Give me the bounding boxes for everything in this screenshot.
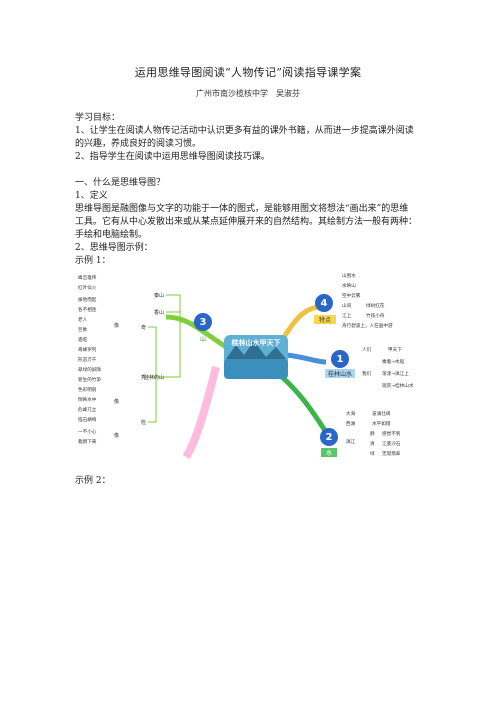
mountain-item: 巨象 [78,326,88,333]
branch-water-label: 水 [326,449,332,457]
landscape-item: 乘着→木船 [382,358,405,365]
mountain-item: 老人 [78,316,88,323]
mountain-item: 红叶似火 [78,284,97,291]
water-item: 大海 [346,410,356,417]
water-item: 绿 [370,450,375,457]
subsection-definition: 1、定义 [75,191,108,201]
feature-item: 山围水 [342,272,356,279]
feature-item: 舟行碧波上，人在画中游 [342,322,393,329]
mountain-item: 拔地而起 [78,296,97,303]
mindmap-example-1: 桂林山水甲天下 3 山 4 特点 1 桂林山水 2 水 秦山 香山 桂林的山 奇… [76,267,440,465]
mountain-left-list: 峰峦雄伟 红叶似火 拔地而起 各不相连 老人 巨象 骆驼 奇峰罗列 形态万千 翠… [78,274,101,445]
water-item: 静 [370,430,375,437]
mountain-sub3b: 秀 [141,374,146,381]
goal-2: 2、指导学生在阅读中运用思维导图阅读技巧课。 [75,152,270,162]
mountain-item: 翠绿的屏障 [78,366,101,373]
definition-line-b: 工具。它有从中心发散出来或从某点延伸展开来的自然结构。其绘制方法一般有两种： [75,217,418,227]
landscape-item: 人们 [362,346,372,353]
water-item: 波澜壮阔 [372,410,391,417]
document-author: 广州市南沙榄核中学 吴淑芬 [196,89,300,98]
mountain-lines [148,294,194,423]
feature-item: 空中云雾 [342,292,361,299]
mountain-item: 峰峦雄伟 [78,274,97,281]
badge-landscape [331,350,349,368]
definition-line-c: 手绘和电脑绘制。 [75,230,148,240]
branch-landscape-box [325,369,355,378]
landscape-item: 荡漾→漓江上 [382,370,409,377]
example-2-label: 示例 2： [75,476,111,486]
document-title: 运用思维导图阅读“人物传记”阅读指导课学案 [134,66,362,79]
feature-item: 江上 [342,312,352,319]
center-title: 桂林山水甲天下 [231,338,281,347]
mountain-sub3c: 险 [141,419,146,426]
water-item: 无瑕翡翠 [382,450,401,457]
mountain-item: 怪石嶙峋 [78,416,97,423]
water-item: 江底沙石 [382,440,401,447]
mountain-sub3a: 奇 [141,324,146,331]
goals-heading: 学习目标： [75,113,121,123]
badge-water-num: 2 [326,432,333,443]
water-item: 西湖 [346,420,356,427]
branch-mountain-label: 山 [200,335,206,343]
feature-item: 山间 [342,302,352,309]
water-item: 水平如镜 [372,420,391,427]
mountain-item: 栽倒下来 [78,438,97,445]
mountain-item: 倒映水中 [78,396,97,403]
mountain-item: 新生的竹笋 [78,376,101,383]
subsection-examples: 2、思维导图示例： [75,243,153,253]
mountain-item: 色彩明丽 [78,386,97,393]
section-1-heading: 一、什么是思维导图？ [75,178,166,188]
center-image-water [224,359,288,379]
landscape-item: 观赏→桂林山水 [382,382,414,389]
badge-landscape-num: 1 [337,354,344,365]
example-1-label: 示例 1： [75,256,111,266]
feature-item: 竹筏小舟 [366,312,385,319]
goal-1-line-a: 1、让学生在阅读人物传记活动中认识更多有益的课外书籍，从而进一步提高课外阅读 [75,126,414,136]
mountain-sub2: 香山 [154,309,164,316]
water-item: 清 [370,440,375,447]
branch-curve-water [274,370,329,434]
definition-line-a: 思维导图是融图像与文字的功能于一体的图式，是能够用图文将想法“画出来”的思维 [75,204,409,214]
water-item: 漓江 [346,438,356,445]
feature-list: 山围水 水映山 空中云雾 山间 绿树红花 江上 竹筏小舟 舟行碧波上，人在画中游 [342,272,393,329]
water-item: 感觉不到 [382,430,401,437]
mountain-sub3: 桂林的山 [144,374,164,381]
branch-curve-mountain [165,314,228,350]
feature-item: 水映山 [342,282,356,289]
feature-item: 绿树红花 [366,302,385,309]
badge-mountain-num: 3 [200,317,207,328]
water-list: 大海 波澜壮阔 西湖 水平如镜 漓江 静 感觉不到 清 江底沙石 绿 无瑕翡翠 [346,410,401,457]
mountain-item: 危峰兀立 [78,406,97,413]
landscape-item: 我们 [362,370,372,377]
mountain-item: 骆驼 [78,336,88,343]
badge-water [320,428,338,446]
mountain-item: 各不相连 [78,306,97,313]
mountain-item: 一不小心 [78,428,97,435]
badge-feature [315,294,333,312]
badge-feature-num: 4 [321,298,328,309]
branch-landscape-label: 桂林山水 [328,370,352,378]
goal-1-line-b: 的兴趣，养成良好的阅读习惯。 [75,139,202,149]
branch-feature-label: 特点 [319,316,331,324]
mountain-sub1: 秦山 [154,292,164,299]
mountain-like-3: 像 [114,432,119,439]
landscape-list: 人们 甲天下 我们 乘着→木船 荡漾→漓江上 观赏→桂林山水 [362,346,414,389]
mindmap-svg: 桂林山水甲天下 3 山 4 特点 1 桂林山水 2 水 秦山 香山 桂林的山 奇… [78,272,414,460]
branch-curve-landscape [285,352,327,365]
badge-mountain [194,313,212,331]
branch-water-box [321,448,337,457]
branch-feature-box [314,315,336,324]
branch-curve-feature [278,304,322,344]
mountain-item: 形态万千 [78,356,97,363]
landscape-item: 甲天下 [388,347,402,353]
branch-curve-pink [182,366,220,460]
mountain-item: 奇峰罗列 [78,346,97,353]
mountain-like-2: 像 [114,398,119,405]
mountain-like-1: 像 [114,322,119,329]
center-image-mountains [226,341,286,359]
